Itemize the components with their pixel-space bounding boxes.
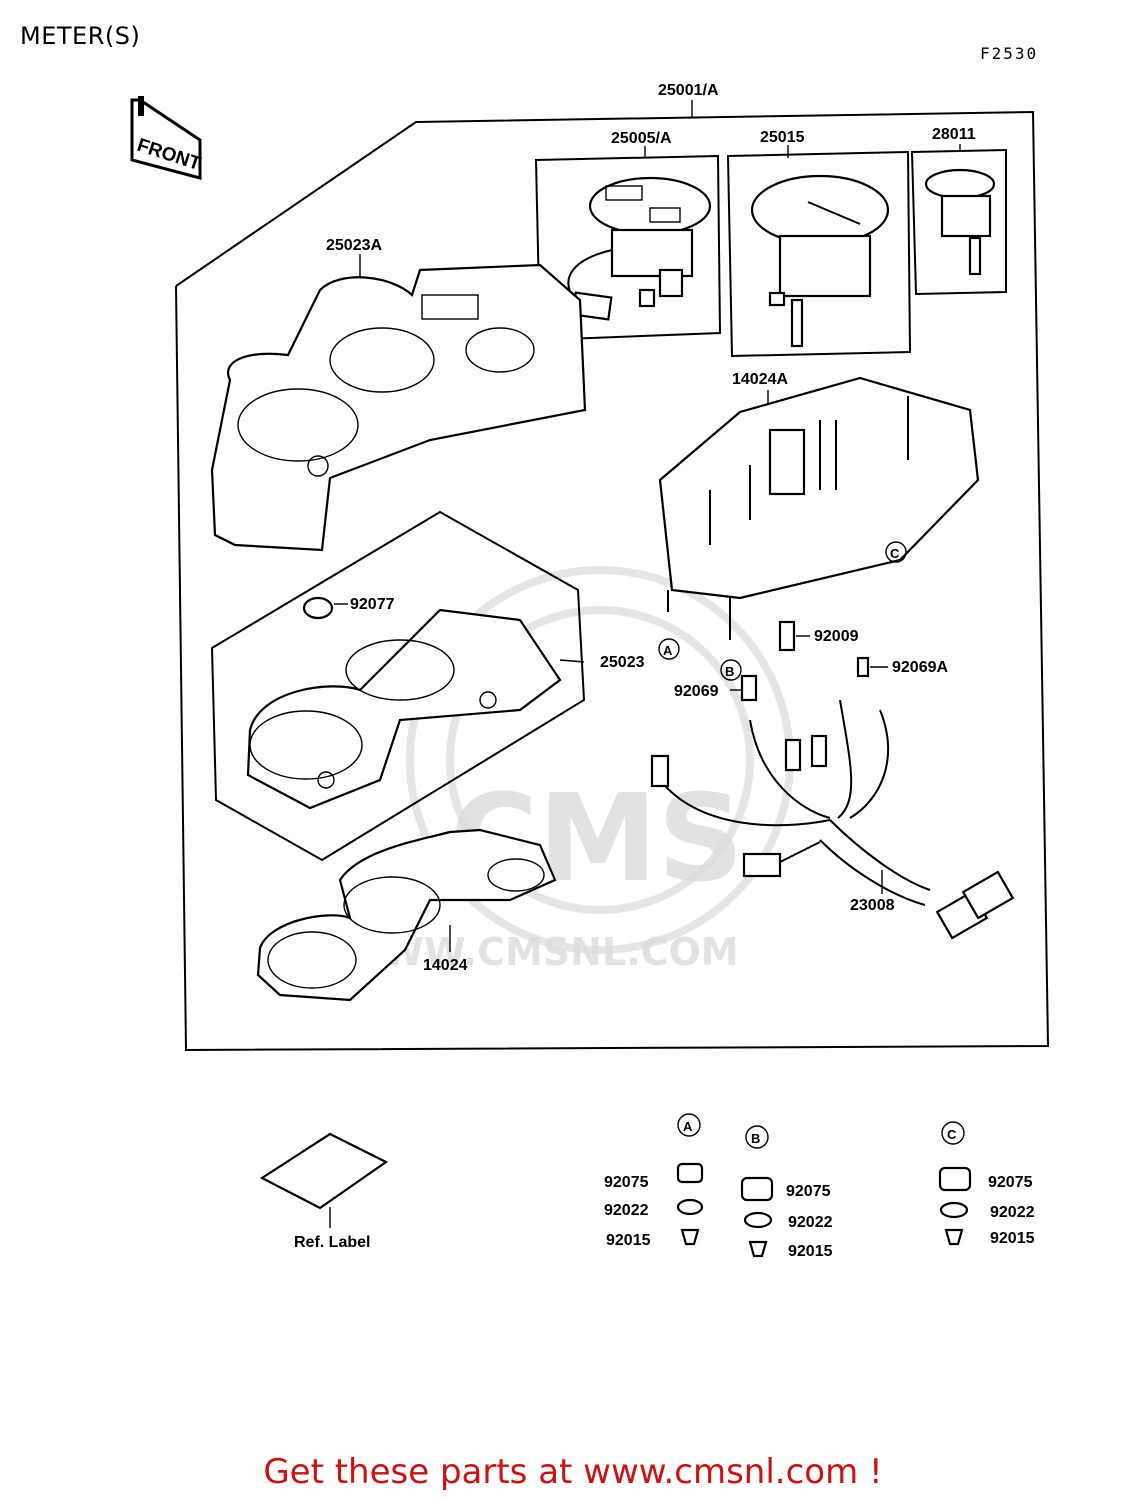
part-25023: 25023 [210,510,645,862]
page-title: METER(S) [20,22,141,50]
detail-c-marker: C [947,1127,957,1142]
label-25001A: 25001/A [658,82,719,99]
detail-group-a: A 92075 92022 92015 [604,1113,704,1249]
detail-c-part-1: 92075 [988,1174,1033,1191]
detail-b-marker: B [751,1131,760,1146]
part-14024: 14024 [256,828,557,1002]
detail-group-c: C 92075 92022 92015 [938,1121,1035,1247]
detail-a-part-1: 92075 [604,1174,649,1191]
part-92069A: 92069A [856,656,948,678]
detail-a-part-3: 92015 [606,1232,651,1249]
front-tag: FRONT [130,96,204,180]
marker-b: B [725,664,734,679]
label-25023A: 25023A [326,237,382,254]
label-92077: 92077 [350,596,395,613]
part-25015: 25015 [726,129,912,358]
detail-b-part-3: 92015 [788,1243,833,1260]
ref-label-text: Ref. Label [294,1234,370,1251]
label-25023: 25023 [600,654,645,671]
part-92077: 92077 [302,596,395,620]
footer-link[interactable]: Get these parts at www.cmsnl.com ! [263,1452,883,1492]
detail-b-part-2: 92022 [788,1214,833,1231]
label-92069A: 92069A [892,659,948,676]
detail-c-part-2: 92022 [990,1204,1035,1221]
label-25005A: 25005/A [611,130,672,147]
part-28011: 28011 [910,126,1007,296]
housing-markers: A B C [658,541,907,681]
ref-label-part: Ref. Label [259,1132,389,1251]
figure-code: F2530 [980,44,1039,63]
detail-c-part-3: 92015 [990,1230,1035,1247]
label-92009: 92009 [814,628,859,645]
label-28011: 28011 [932,126,976,143]
detail-group-b: B 92075 92022 92015 [740,1125,833,1260]
part-92069: 92069 [674,674,758,702]
label-14024A: 14024A [732,371,788,388]
detail-b-part-1: 92075 [786,1183,831,1200]
marker-a: A [663,643,673,658]
part-25023A: 25023A [210,237,587,552]
part-23008: 23008 [650,699,1015,940]
part-92009: 92009 [778,620,859,652]
marker-c: C [890,546,900,561]
label-92069: 92069 [674,683,719,700]
detail-a-marker: A [683,1119,693,1134]
label-25015: 25015 [760,129,805,146]
detail-a-part-2: 92022 [604,1202,649,1219]
label-14024: 14024 [423,957,468,974]
label-23008: 23008 [850,897,895,914]
assembly-bracket: 25001/A [175,82,1050,1052]
